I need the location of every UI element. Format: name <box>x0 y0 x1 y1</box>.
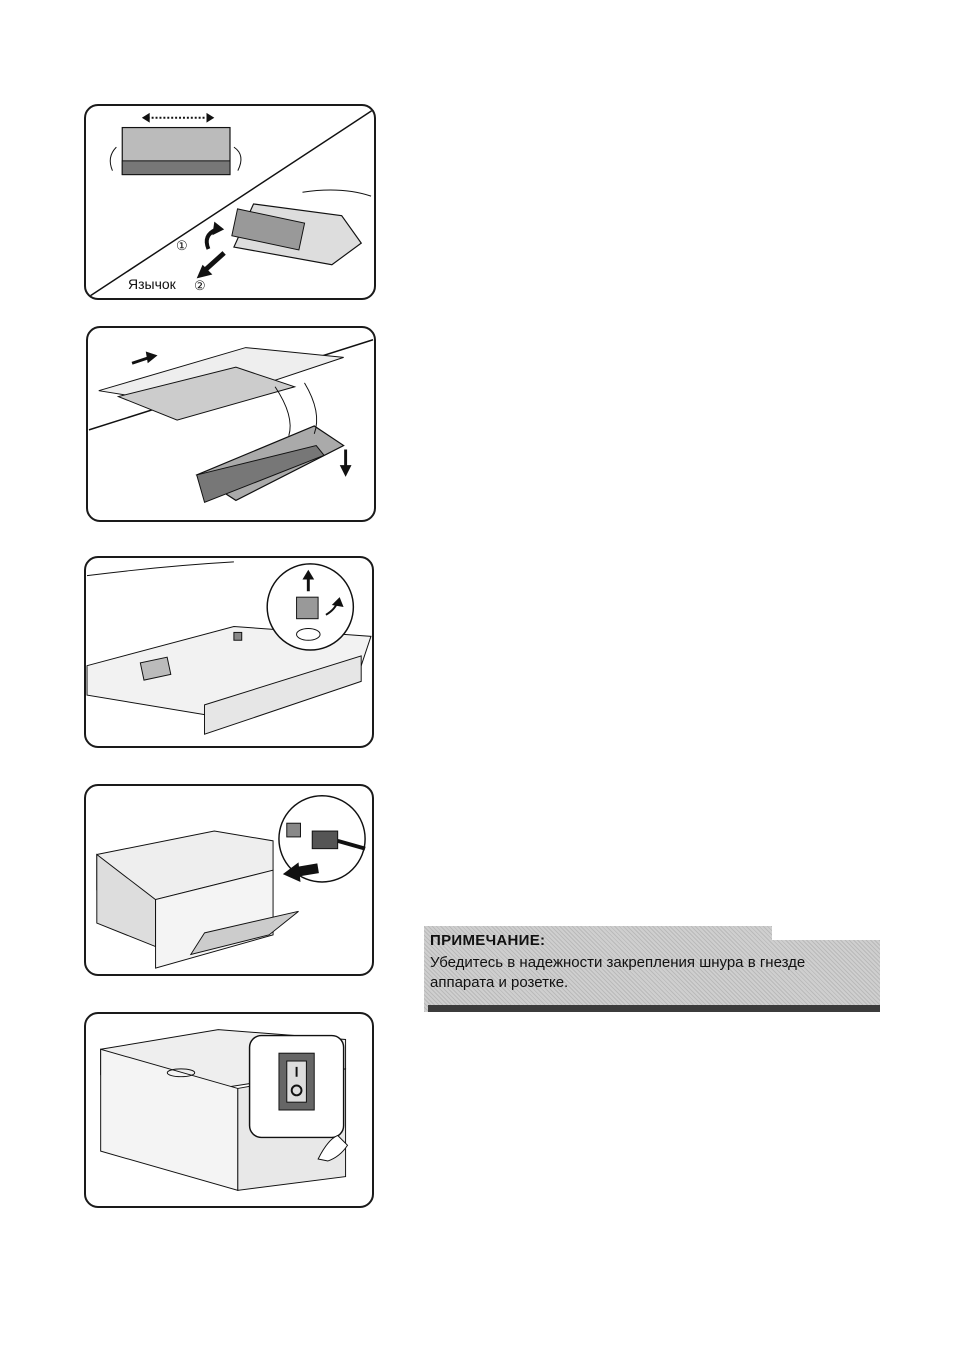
tab-label: Язычок <box>128 276 176 292</box>
cartridge-insert-illustration <box>88 328 374 520</box>
paper-tray-illustration <box>86 558 372 746</box>
step-one-marker: ① <box>176 238 188 254</box>
illustration-power-switch <box>84 1012 374 1208</box>
arrow-curved-icon <box>207 222 224 249</box>
power-switch-icon <box>279 1053 314 1110</box>
drum-unit-illustration <box>86 106 374 298</box>
copier-switch-illustration <box>86 1014 372 1206</box>
illustration-tray-lock <box>84 556 374 748</box>
note-box: ПРИМЕЧАНИЕ: Убедитесь в надежности закре… <box>424 926 880 1012</box>
note-title: ПРИМЕЧАНИЕ: <box>430 932 545 949</box>
note-text: Убедитесь в надежности закрепления шнура… <box>430 953 870 993</box>
illustration-remove-tab: ① ② Язычок <box>84 104 376 300</box>
arrow-icon <box>340 449 352 476</box>
copier-plug-illustration <box>86 786 372 974</box>
arrow-icon <box>197 253 224 278</box>
step-two-marker: ② <box>194 278 206 294</box>
illustration-plug-cord <box>84 784 374 976</box>
illustration-insert-cartridge <box>86 326 376 522</box>
arrow-icon <box>132 352 157 364</box>
double-arrow-icon <box>142 113 214 123</box>
